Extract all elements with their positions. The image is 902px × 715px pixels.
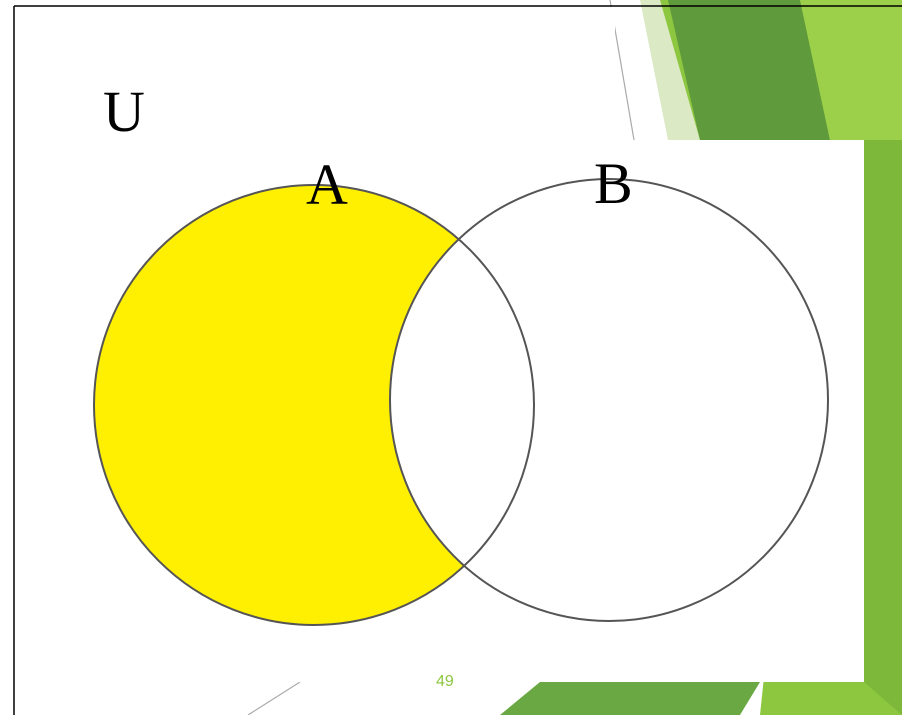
diagram-panel-top <box>15 7 615 147</box>
decor-mid-band <box>800 0 902 140</box>
region-a-only <box>94 185 534 625</box>
set-b-mask <box>390 185 534 621</box>
page-number: 49 <box>436 673 454 690</box>
decor-dark-band <box>668 0 830 140</box>
decor-line-bottom <box>247 681 301 715</box>
set-a-label: A <box>306 152 348 217</box>
set-b-label: B <box>594 151 633 216</box>
universe-label: U <box>103 79 145 144</box>
decor-bottom-band <box>500 682 760 715</box>
set-b-circle <box>389 178 829 622</box>
set-a-circle <box>93 184 535 626</box>
decor-right-edge <box>864 140 902 715</box>
